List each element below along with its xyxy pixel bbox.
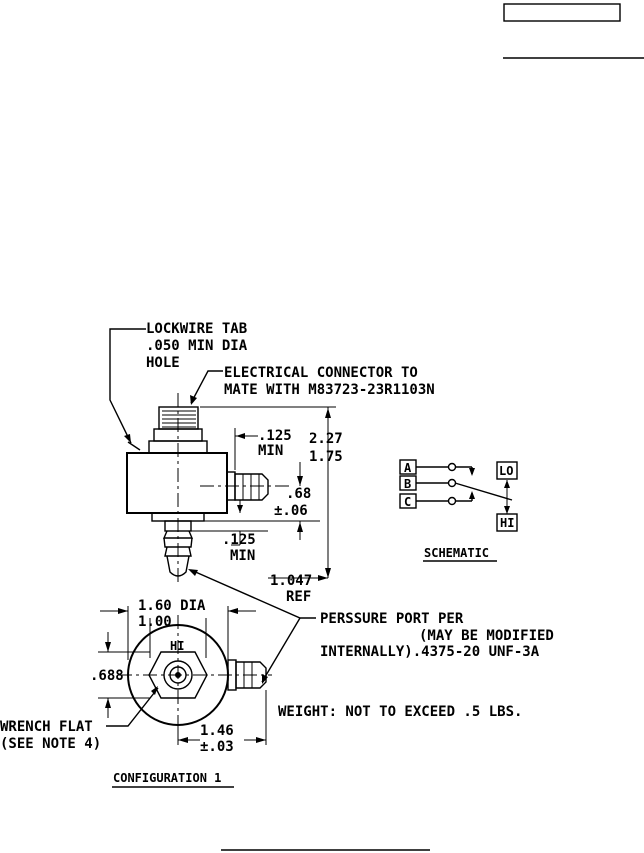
pin-a: A (404, 461, 412, 475)
port-label-1: PERSSURE PORT PER (320, 611, 464, 627)
wrench-leader (106, 687, 159, 727)
dim-146: 1.46 (200, 723, 234, 739)
sensor-body (126, 452, 228, 514)
side-view (126, 393, 290, 577)
connector-label-2: MATE WITH M83723-23R1103N (224, 382, 435, 398)
connector-leader (190, 370, 223, 404)
hi-marking: HI (170, 639, 184, 653)
port-leader-2 (261, 617, 301, 683)
contact-b (447, 478, 457, 488)
dim-1047: 1.047 (270, 573, 312, 589)
switch-arm (454, 482, 513, 501)
dim-175: 1.75 (309, 449, 343, 465)
dim-min-bot: MIN (230, 548, 255, 564)
contact-c (447, 496, 457, 506)
dim-125-bot: .125 (222, 532, 256, 548)
bottom-view: HI (118, 615, 272, 735)
lo-label: LO (499, 464, 513, 478)
lockwire-leader (109, 328, 146, 444)
hi-label: HI (500, 516, 514, 530)
schematic-label: SCHEMATIC (424, 546, 489, 560)
lockwire-label-3: HOLE (146, 355, 180, 371)
port-label-3: INTERNALLY).4375-20 UNF-3A (320, 644, 540, 660)
pin-b: B (404, 477, 411, 491)
weight-note: WEIGHT: NOT TO EXCEED .5 LBS. (278, 704, 522, 720)
wrench-label-2: (SEE NOTE 4) (0, 736, 101, 752)
lockwire-label-1: LOCKWIRE TAB (146, 321, 247, 337)
connector-label-1: ELECTRICAL CONNECTOR TO (224, 365, 418, 381)
dim-160-dia: 1.60 DIA (138, 598, 206, 614)
dim-227: 2.27 (309, 431, 343, 447)
dim-ref: REF (286, 589, 311, 605)
lockwire-tab (127, 441, 141, 451)
port-label-2: (MAY BE MODIFIED (419, 628, 554, 644)
contact-a (447, 462, 457, 472)
wrench-label-1: WRENCH FLAT (0, 719, 93, 735)
schematic: A B C LO HI (399, 459, 518, 532)
title-box (503, 3, 621, 22)
dim-min-top: MIN (258, 443, 283, 459)
dim-125-top: .125 (258, 428, 292, 444)
configuration-label: CONFIGURATION 1 (113, 771, 221, 785)
pin-c: C (404, 495, 411, 509)
dim-688: .688 (90, 668, 124, 684)
dim-06: ±.06 (274, 503, 308, 519)
dim-03: ±.03 (200, 739, 234, 755)
dim-100: 1.00 (138, 614, 172, 630)
lo-box (496, 461, 518, 480)
dim-68: .68 (286, 486, 311, 502)
hi-box (496, 513, 518, 532)
lockwire-label-2: .050 MIN DIA (146, 338, 248, 354)
